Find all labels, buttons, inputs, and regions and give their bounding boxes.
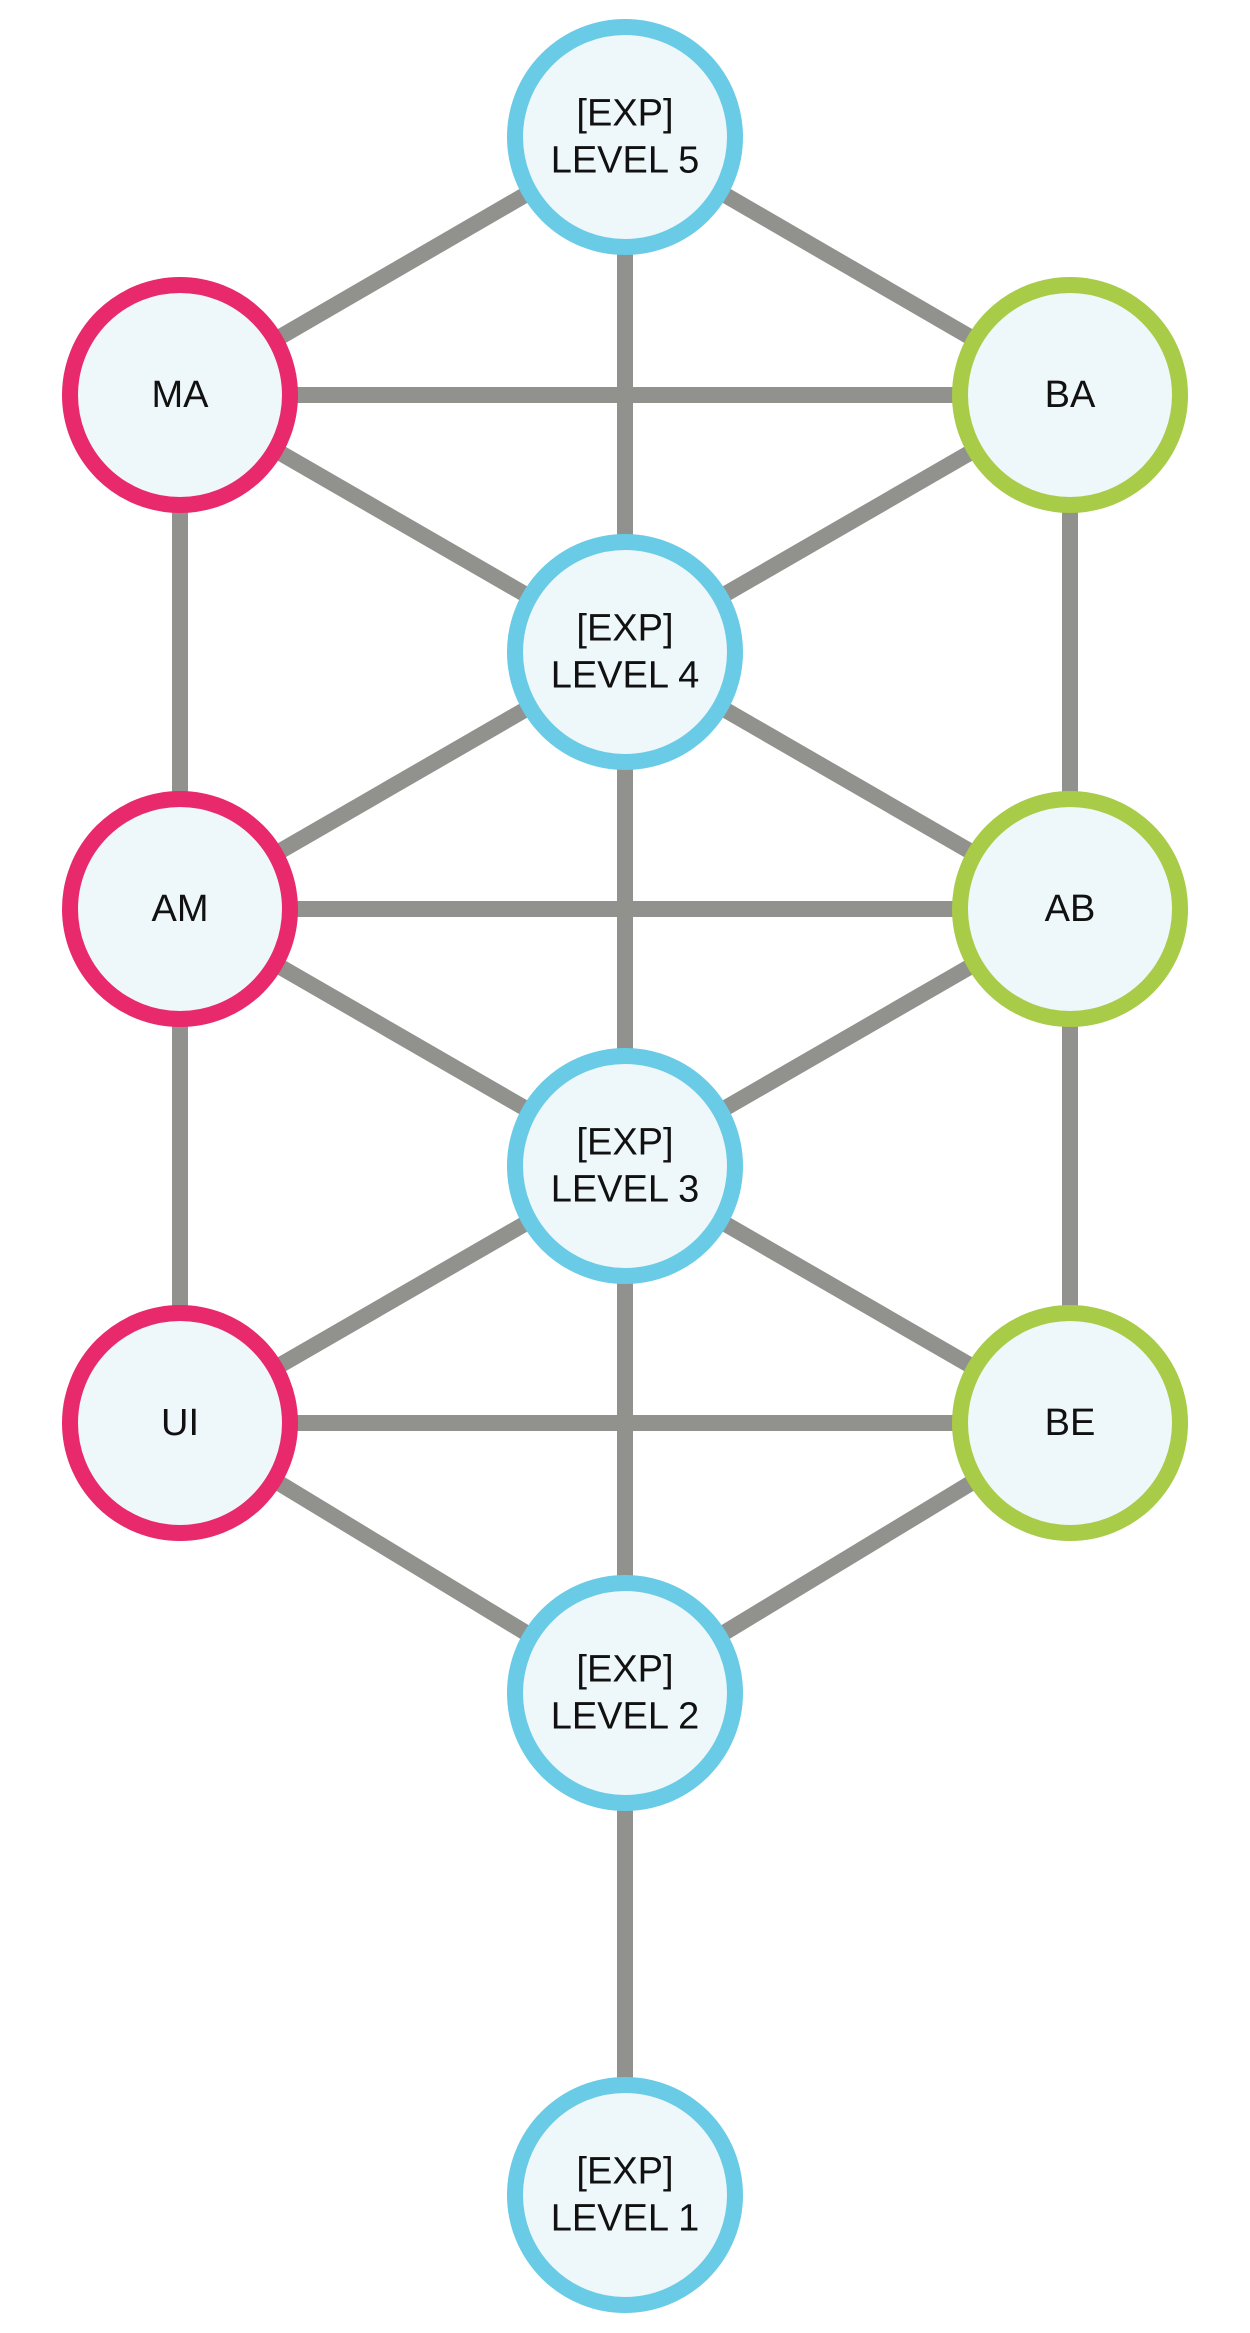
node-label-exp5: [EXP] (576, 93, 673, 135)
node-circle-ab (952, 791, 1188, 1027)
node-ma: MA (62, 277, 298, 513)
node-exp1: [EXP] LEVEL 1 (507, 2077, 743, 2313)
node-circle-exp2 (507, 1575, 743, 1811)
node-exp3: [EXP] LEVEL 3 (507, 1048, 743, 1284)
node-ba: BA (952, 277, 1188, 513)
node-exp5: [EXP] LEVEL 5 (507, 19, 743, 255)
node-circle-ba (952, 277, 1188, 513)
node-circle-exp1 (507, 2077, 743, 2313)
node-be: BE (952, 1305, 1188, 1541)
node-label-be: BE (1045, 1402, 1096, 1444)
node-circle-exp3 (507, 1048, 743, 1284)
node-label-ba: BA (1045, 374, 1096, 416)
node-label-exp4: [EXP] (576, 608, 673, 650)
node-label-ab: AB (1045, 888, 1096, 930)
node-ui: UI (62, 1305, 298, 1541)
node-label-exp3: [EXP] (576, 1122, 673, 1164)
node-label-exp1: [EXP] (576, 2151, 673, 2193)
node-circle-ma (62, 277, 298, 513)
node-label-am: AM (152, 888, 209, 930)
node-label-exp5: LEVEL 5 (551, 140, 700, 182)
node-circle-exp4 (507, 534, 743, 770)
node-circle-ui (62, 1305, 298, 1541)
node-label-exp2: LEVEL 2 (551, 1696, 700, 1738)
node-exp2: [EXP] LEVEL 2 (507, 1575, 743, 1811)
nodes: [EXP] LEVEL 5 MA BA [EXP] LEVEL 4 AM AB [EXP] LEV… (62, 19, 1188, 2313)
node-label-exp3: LEVEL 3 (551, 1169, 700, 1211)
node-circle-am (62, 791, 298, 1027)
node-label-exp4: LEVEL 4 (551, 655, 700, 697)
node-label-exp1: LEVEL 1 (551, 2198, 700, 2240)
node-exp4: [EXP] LEVEL 4 (507, 534, 743, 770)
node-label-ma: MA (152, 374, 210, 416)
node-circle-be (952, 1305, 1188, 1541)
node-am: AM (62, 791, 298, 1027)
node-label-ui: UI (161, 1402, 199, 1444)
node-circle-exp5 (507, 19, 743, 255)
node-ab: AB (952, 791, 1188, 1027)
node-label-exp2: [EXP] (576, 1649, 673, 1691)
